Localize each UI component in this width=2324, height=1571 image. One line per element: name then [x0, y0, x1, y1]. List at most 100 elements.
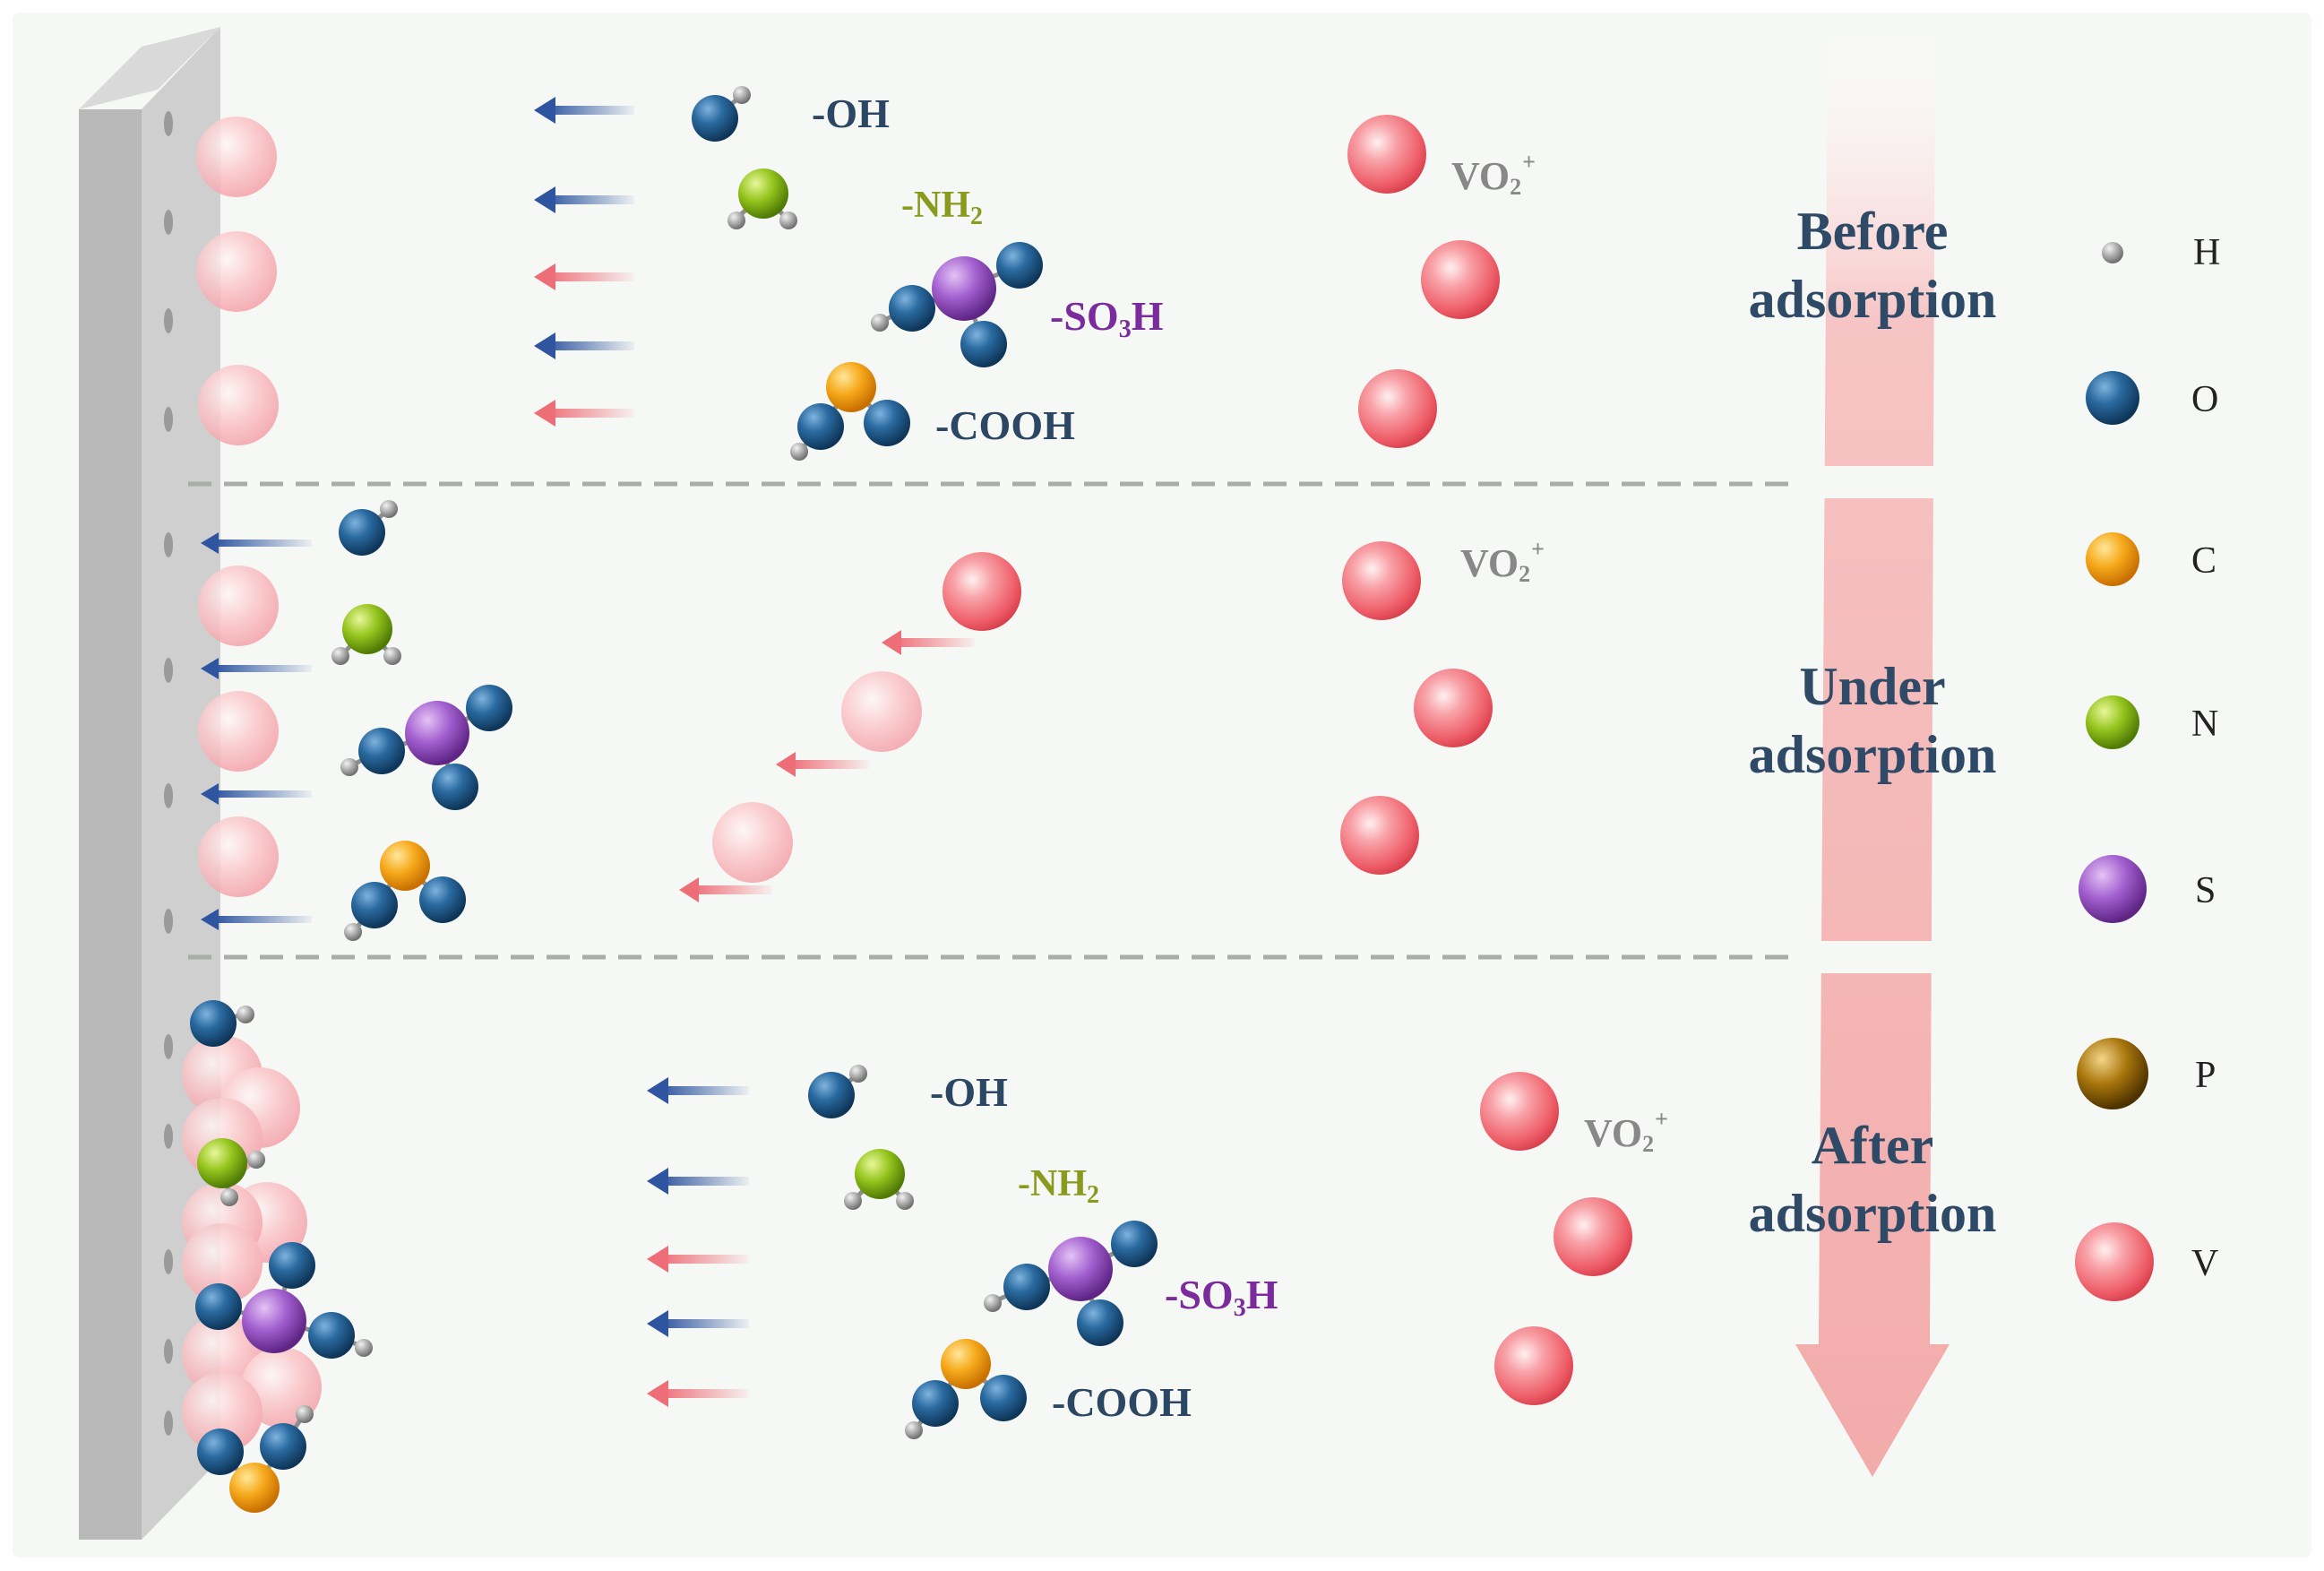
nh2-sub: 2	[1087, 1181, 1099, 1209]
sulfur-atom	[242, 1289, 306, 1353]
oxygen-atom	[1077, 1299, 1123, 1346]
hydrogen-atom	[380, 500, 398, 518]
label-oh-before: -OH	[812, 91, 890, 136]
carbon-atom	[380, 841, 430, 891]
oxygen-atom	[692, 95, 738, 142]
oxygen-atom	[197, 1429, 244, 1475]
arrow-blue	[534, 332, 634, 359]
arrow-blue	[647, 1168, 749, 1195]
hydrogen-atom	[984, 1294, 1002, 1312]
label-vo2-after: VO2+	[1584, 1108, 1668, 1156]
arrow-red	[647, 1246, 749, 1273]
label-vo2-under: VO2+	[1460, 538, 1545, 586]
arrow-red	[776, 752, 869, 777]
wall-pores	[164, 111, 173, 1436]
v-ion	[1342, 541, 1421, 620]
arrow-blue	[201, 532, 312, 554]
nitrogen-atom	[197, 1138, 247, 1188]
atoms	[190, 86, 2148, 1513]
label-nh2-before: -NH2	[901, 186, 983, 229]
hydrogen-atom	[340, 758, 358, 776]
nitrogen-atom	[342, 604, 392, 654]
oxygen-atom	[797, 403, 844, 450]
oxygen-atom	[980, 1375, 1027, 1421]
stage-label-under: Under adsorption	[1711, 652, 2034, 789]
legend-label-n: N	[2191, 703, 2219, 745]
sulfur-atom	[1048, 1237, 1113, 1301]
hydrogen-atom	[790, 443, 808, 461]
hydrogen-atom	[220, 1188, 238, 1206]
legend-label-o: O	[2191, 379, 2219, 420]
stage-label-after: After adsorption	[1711, 1111, 2034, 1247]
so3h-pre: -SO	[1165, 1272, 1234, 1317]
label-so3h-before: -SO3H	[1050, 296, 1163, 342]
legend-label-c: C	[2191, 540, 2217, 582]
arrow-red	[534, 263, 634, 290]
vanadium-ions	[943, 115, 2154, 1405]
hydrogen-atom	[871, 314, 889, 332]
ion-sup: +	[1655, 1106, 1668, 1132]
stage-line2: adsorption	[1748, 725, 1997, 784]
oxygen-atom	[308, 1312, 355, 1359]
stage-line1: Before	[1796, 202, 1949, 261]
nitrogen-atom	[855, 1149, 905, 1199]
so3h-sub: 3	[1118, 315, 1132, 343]
v-ion	[1494, 1326, 1573, 1405]
nitrogen-atom	[738, 168, 788, 219]
small-arrows	[201, 97, 975, 1407]
legend-s-atom	[2079, 855, 2147, 923]
hydrogen-atom	[733, 86, 751, 104]
ion-base: VO	[1584, 1111, 1643, 1155]
hydrogen-atom	[331, 647, 349, 665]
oxygen-atom	[432, 764, 478, 810]
hydrogen-atom	[727, 211, 745, 229]
stage-line2: adsorption	[1748, 270, 1997, 329]
legend-label-v: V	[2191, 1243, 2219, 1284]
oxygen-atom	[195, 1283, 242, 1330]
legend-v-ball	[2075, 1222, 2154, 1301]
legend-label-p: P	[2195, 1055, 2216, 1096]
stage-line2: adsorption	[1748, 1184, 1997, 1243]
ion-sup: +	[1531, 536, 1545, 562]
sulfur-atom	[405, 701, 469, 765]
arrow-blue	[201, 909, 312, 930]
legend-label-s: S	[2195, 870, 2216, 911]
carbon-atom	[826, 362, 876, 412]
hydrogen-atom	[844, 1192, 862, 1210]
legend-n-atom	[2086, 695, 2139, 749]
label-cooh-before: -COOH	[935, 402, 1075, 448]
so3h-post: H	[1245, 1272, 1278, 1317]
v-ion	[1414, 669, 1493, 747]
arrow-blue	[201, 658, 312, 679]
v-ion	[1554, 1197, 1632, 1276]
oxygen-atom	[889, 285, 935, 332]
arrow-blue	[647, 1077, 749, 1104]
hydrogen-atom	[355, 1339, 373, 1357]
oxygen-atom	[996, 242, 1043, 289]
so3h-post: H	[1131, 293, 1164, 339]
stage-line1: Under	[1799, 657, 1946, 716]
stage-line1: After	[1811, 1116, 1934, 1175]
oxygen-atom	[419, 876, 466, 923]
oxygen-atom	[260, 1423, 306, 1470]
hydrogen-atom	[247, 1151, 265, 1169]
nh2-sub: 2	[970, 203, 983, 230]
hydrogen-atom	[779, 211, 797, 229]
arrow-blue	[534, 186, 634, 213]
carbon-atom	[941, 1339, 991, 1389]
v-ion	[943, 552, 1021, 631]
legend-label-h: H	[2193, 232, 2221, 273]
ion-sub: 2	[1510, 174, 1522, 200]
arrow-red	[534, 400, 634, 427]
so3h-pre: -SO	[1050, 293, 1119, 339]
oxygen-atom	[358, 728, 405, 774]
arrow-red	[647, 1380, 749, 1407]
hydrogen-atom	[296, 1405, 314, 1423]
legend-o-atom	[2086, 371, 2139, 425]
arrow-blue	[201, 783, 312, 805]
arrow-blue	[647, 1310, 749, 1337]
v-ion	[1421, 240, 1500, 319]
arrow-red	[679, 877, 772, 902]
